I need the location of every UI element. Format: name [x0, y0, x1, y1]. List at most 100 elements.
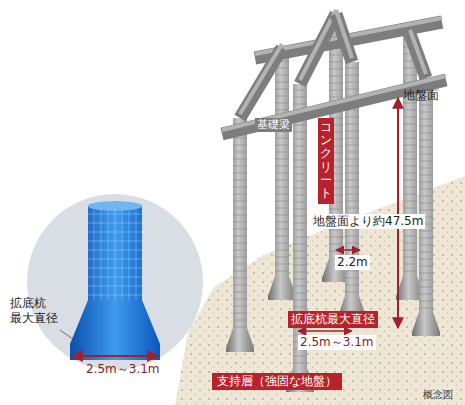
shaft-diameter: 2.2m — [335, 255, 370, 270]
pile-band — [275, 201, 289, 202]
pile-band — [419, 210, 433, 211]
pile-band — [329, 244, 343, 245]
pile-band — [233, 229, 247, 230]
pile-band — [293, 286, 307, 287]
pile-band — [345, 278, 359, 279]
pile-band — [345, 180, 359, 181]
pile-band — [329, 230, 343, 231]
pile-band — [403, 201, 417, 202]
tag-text: 拡底杭最大直径 — [291, 312, 375, 327]
pile-band — [275, 194, 289, 195]
pile-band — [403, 166, 417, 167]
pile-band — [345, 201, 359, 202]
pile-band — [403, 250, 417, 251]
pile-band — [293, 181, 307, 182]
pile-band — [233, 145, 247, 146]
pile-band — [403, 264, 417, 265]
rebar — [108, 210, 109, 300]
pile-band — [419, 238, 433, 239]
pile-band — [403, 208, 417, 209]
pile-band — [233, 173, 247, 174]
pile-band — [403, 187, 417, 188]
pile-band — [403, 117, 417, 118]
pile-band — [293, 174, 307, 175]
pile-band — [275, 89, 289, 90]
pile-band — [293, 125, 307, 126]
beam-top — [410, 30, 426, 74]
pile-band — [419, 161, 433, 162]
pile-band — [293, 167, 307, 168]
pile-band — [419, 203, 433, 204]
pile-band — [329, 97, 343, 98]
pile-band — [419, 273, 433, 274]
pile-band — [419, 105, 433, 106]
hoop — [88, 232, 142, 233]
pile-band — [275, 271, 289, 272]
pile-band — [345, 166, 359, 167]
concept-note: 概念図 — [423, 389, 453, 402]
pile-band — [233, 250, 247, 251]
pile-band — [293, 188, 307, 189]
pile-band — [293, 258, 307, 259]
pile-band — [329, 76, 343, 77]
pile-band — [419, 133, 433, 134]
pile-band — [293, 307, 307, 308]
pile-band — [293, 272, 307, 273]
hoop — [88, 286, 142, 287]
pile-band — [345, 75, 359, 76]
rebar — [115, 210, 116, 300]
pile-band — [275, 96, 289, 97]
pile-band — [403, 180, 417, 181]
pile-band — [275, 138, 289, 139]
pile-band — [275, 250, 289, 251]
inset-title: 拡底杭 最大直径 — [10, 296, 62, 326]
pile-band — [345, 173, 359, 174]
pile-band — [275, 257, 289, 258]
pile-band — [233, 327, 247, 328]
pile-band — [403, 243, 417, 244]
pile-band — [419, 231, 433, 232]
rebar — [136, 210, 137, 300]
pile-band — [403, 145, 417, 146]
pile-band — [275, 103, 289, 104]
pile-band — [233, 299, 247, 300]
rebar — [101, 210, 102, 300]
pile-band — [293, 202, 307, 203]
pile-band — [345, 159, 359, 160]
pile-band — [233, 194, 247, 195]
pile-band — [419, 287, 433, 288]
pile-band — [275, 145, 289, 146]
pile-band — [419, 182, 433, 183]
support-layer-tag: 支持層（強固な地盤） — [212, 373, 342, 390]
pile-band — [345, 68, 359, 69]
foundation-beams — [222, 10, 446, 134]
pile-band — [329, 237, 343, 238]
pile-band — [293, 223, 307, 224]
shaft-dimension-arrow — [336, 249, 360, 251]
pile-band — [233, 257, 247, 258]
pile-band — [233, 201, 247, 202]
pile-band — [293, 90, 307, 91]
pile-band — [403, 75, 417, 76]
pile-band — [275, 243, 289, 244]
pile-band — [293, 300, 307, 301]
pile-band — [329, 62, 343, 63]
leader-line — [60, 330, 80, 344]
pile-band — [329, 209, 343, 210]
beam-top — [300, 10, 336, 80]
pile-band — [403, 131, 417, 132]
pile-band — [419, 280, 433, 281]
pile-band — [345, 208, 359, 209]
inset-pile — [70, 201, 160, 360]
pile-band — [419, 308, 433, 309]
pile-band — [275, 222, 289, 223]
pile-band — [419, 119, 433, 120]
pile-band — [419, 245, 433, 246]
pile-band — [233, 285, 247, 286]
pile-band — [419, 112, 433, 113]
pile-band — [345, 145, 359, 146]
pile-band — [275, 180, 289, 181]
pile-band — [233, 222, 247, 223]
pile-band — [419, 252, 433, 253]
pile-band — [275, 187, 289, 188]
